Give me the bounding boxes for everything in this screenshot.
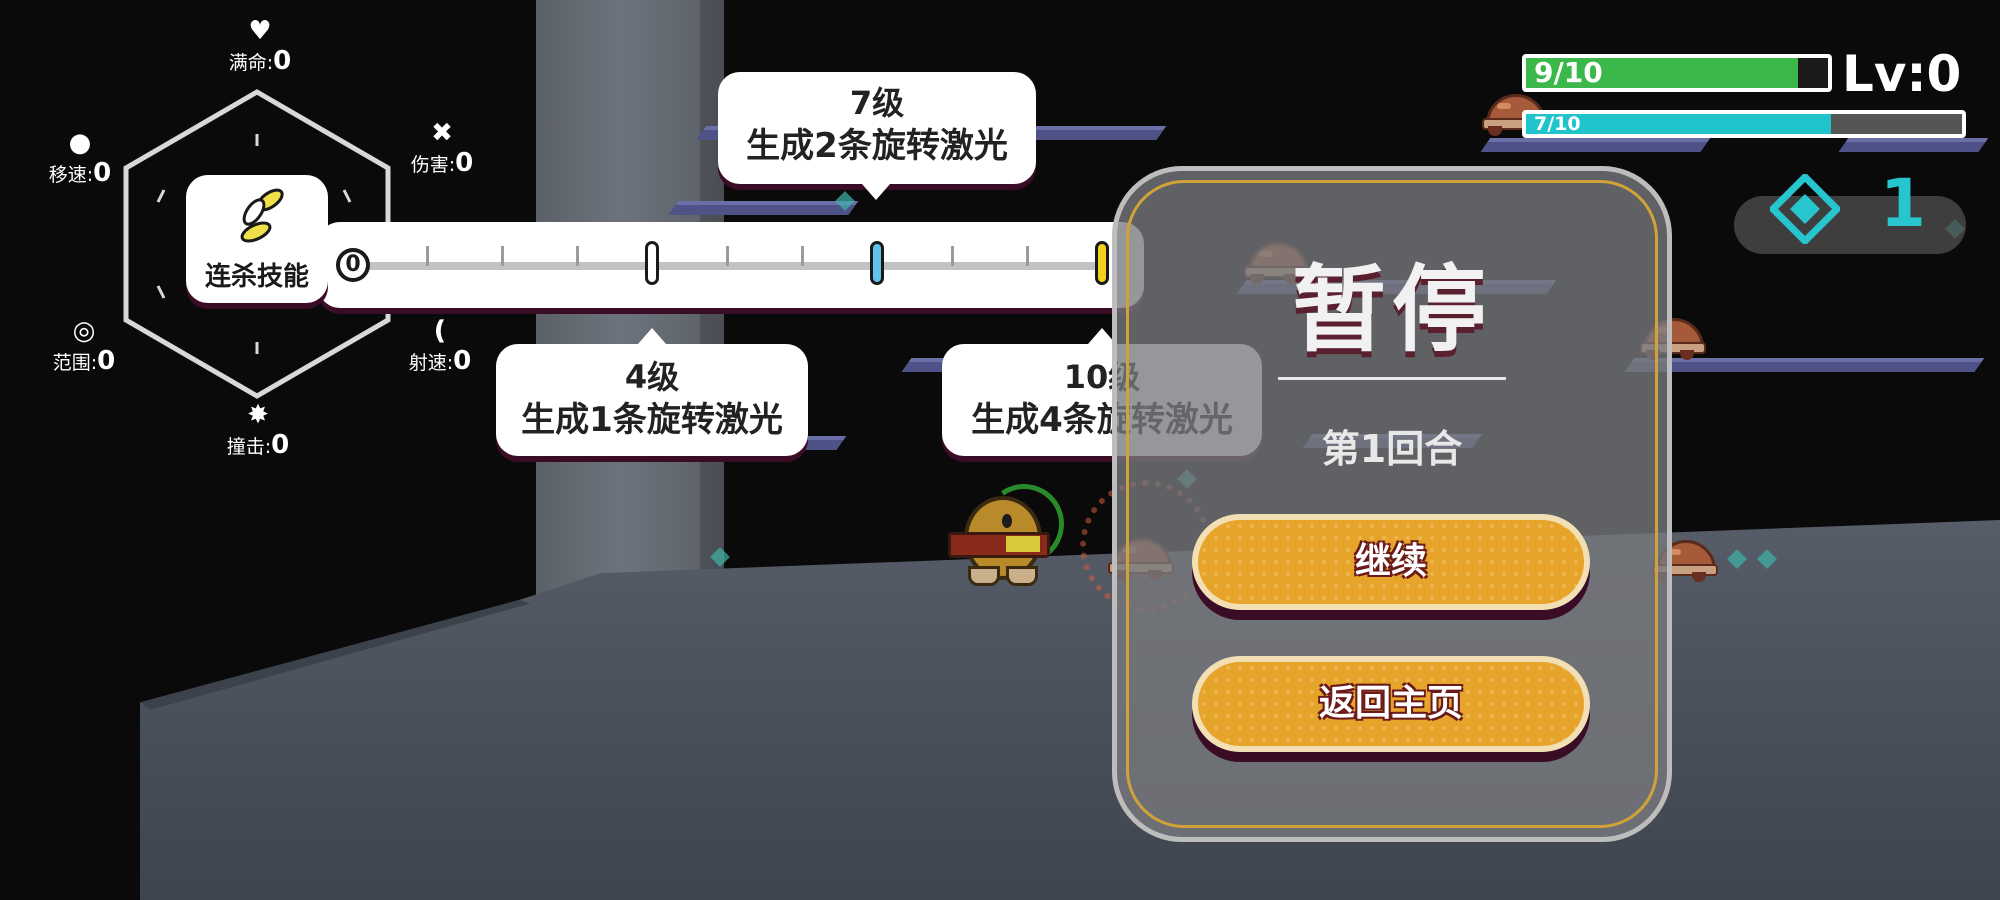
health-bar-fill <box>1526 58 1798 88</box>
stat-hp-label: 满命: <box>228 52 274 74</box>
pause-menu-inner-border <box>1126 180 1658 828</box>
stat-range-label: 范围: <box>52 352 98 374</box>
stat-move-speed-value: 0 <box>93 158 112 188</box>
combo-tick <box>1026 246 1029 266</box>
diamond-gem-icon <box>1768 172 1842 246</box>
experience-text: 7/10 <box>1534 113 1581 135</box>
experience-bar-fill <box>1526 114 1832 134</box>
tooltip-level-7-title: 7级 <box>849 84 905 122</box>
tooltip-level-4: 4级 生成1条旋转激光 <box>496 344 808 456</box>
health-text: 9/10 <box>1534 56 1603 89</box>
tooltip-level-4-desc: 生成1条旋转激光 <box>521 400 783 440</box>
tooltip-level-4-title: 4级 <box>624 358 680 396</box>
target-icon: ◎ <box>72 316 96 346</box>
level-text: Lv:0 <box>1842 45 1962 103</box>
stat-damage-label: 伤害: <box>410 154 456 176</box>
continue-button[interactable]: 继续 <box>1192 514 1590 610</box>
combo-tick <box>801 246 804 266</box>
stat-move-speed-label: 移速: <box>48 164 94 186</box>
player-character <box>948 477 1071 586</box>
health-bar: 9/10 <box>1522 54 1832 92</box>
combo-tick <box>951 246 954 266</box>
stat-knockback-value: 0 <box>271 430 290 460</box>
heart-icon: ♥ <box>248 16 272 46</box>
return-home-button[interactable]: 返回主页 <box>1192 656 1590 752</box>
combo-level-10-marker[interactable] <box>1095 241 1109 285</box>
experience-bar: 7/10 <box>1522 110 1966 138</box>
speed-icon: ● <box>68 128 92 158</box>
stat-hp-value: 0 <box>273 46 292 76</box>
stat-knockback-label: 撞击: <box>226 436 272 458</box>
stat-range-value: 0 <box>97 346 116 376</box>
stat-fire-rate-value: 0 <box>453 346 472 376</box>
stat-damage: ✖ 伤害:0 <box>392 120 492 178</box>
tooltip-level-7-arrow <box>862 184 890 200</box>
stat-hp: ♥ 满命:0 <box>210 18 310 76</box>
stat-move-speed: ● 移速:0 <box>30 130 130 188</box>
combo-tick <box>501 246 504 266</box>
impact-icon: ✸ <box>247 400 269 430</box>
tooltip-level-4-arrow <box>638 328 666 344</box>
combo-level-4-marker[interactable] <box>645 241 659 285</box>
stat-damage-value: 0 <box>455 148 474 178</box>
pause-title: 暂停 <box>1291 256 1492 365</box>
stat-range: ◎ 范围:0 <box>34 318 134 376</box>
gem-count: 1 <box>1880 165 1926 242</box>
combo-tick <box>576 246 579 266</box>
pause-divider <box>1278 377 1506 380</box>
combo-start-marker: 0 <box>336 248 370 282</box>
combo-skill-name: 连杀技能 <box>204 262 309 292</box>
platform-ledge <box>668 205 856 215</box>
platform-ledge <box>1480 142 1708 152</box>
platform-ledge <box>1624 362 1982 372</box>
tooltip-level-7-desc: 生成2条旋转激光 <box>746 126 1008 166</box>
combo-progress-track <box>352 262 1108 270</box>
stat-fire-rate-label: 射速: <box>408 352 454 374</box>
combo-tick <box>426 246 429 266</box>
combo-tick <box>726 246 729 266</box>
round-text: 第1回合 <box>1321 427 1463 471</box>
seeds-icon <box>226 186 296 244</box>
bullet-icon: ✖ <box>431 118 453 148</box>
tooltip-level-10-arrow <box>1088 328 1116 344</box>
tooltip-level-7: 7级 生成2条旋转激光 <box>718 72 1036 184</box>
double-bullet-icon: ❪ <box>429 316 451 346</box>
gem-counter-panel <box>1734 196 1966 254</box>
stat-fire-rate: ❪ 射速:0 <box>390 318 490 376</box>
platform-ledge <box>1838 142 1986 152</box>
stat-knockback: ✸ 撞击:0 <box>208 402 308 460</box>
combo-level-7-marker[interactable] <box>870 241 884 285</box>
